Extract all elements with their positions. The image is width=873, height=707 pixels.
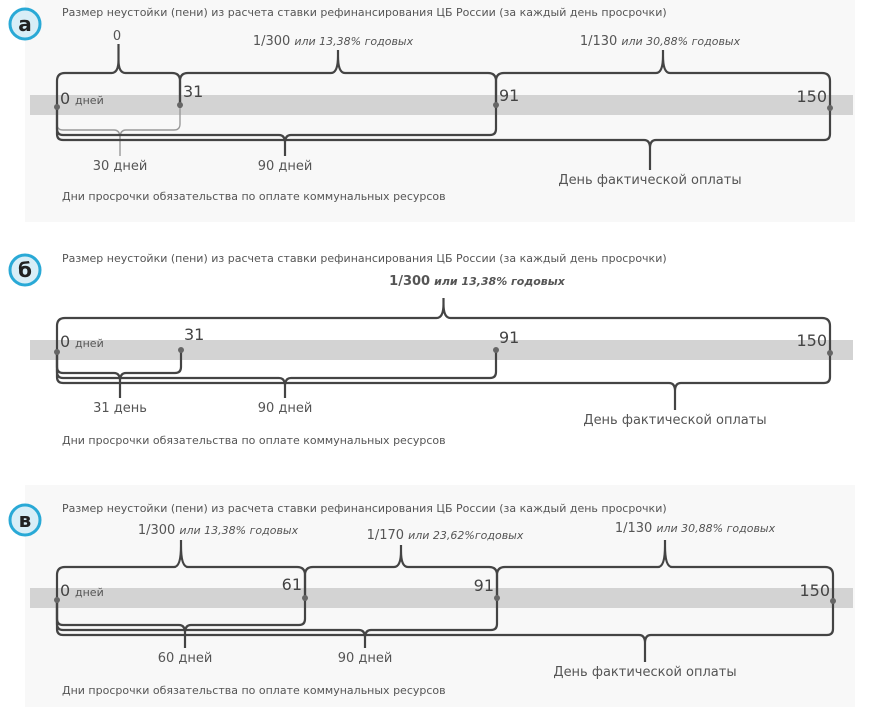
rate-annual: или 30,88% годовых	[656, 522, 775, 535]
badge-circle	[8, 253, 42, 287]
panel-3: в Размер неустойки (пени) из расчета став…	[8, 485, 855, 707]
panel-1: а Размер неустойки (пени) из расчета став…	[8, 0, 855, 222]
tick-label: 61	[282, 575, 302, 594]
tick-dot	[302, 595, 308, 601]
tick-suffix: дней	[75, 94, 104, 107]
bottom-brace	[55, 350, 832, 410]
tick-dot	[54, 597, 60, 603]
tick-label: 150	[796, 87, 827, 106]
tick-dot	[827, 350, 833, 356]
tick-dot	[178, 347, 184, 353]
rate-label: 1/130 или 30,88% годовых	[580, 34, 741, 49]
panel-badge: а	[8, 7, 42, 41]
tick-dot	[54, 349, 60, 355]
panel-footnote: Дни просрочки обязательства по оплате ко…	[62, 190, 446, 203]
bottom-brace	[55, 598, 835, 662]
panel-footnote: Дни просрочки обязательства по оплате ко…	[62, 434, 446, 447]
period-label: 90 дней	[258, 159, 313, 174]
rate-fraction: 1/170	[367, 528, 404, 543]
rate-fraction: 1/130	[580, 34, 617, 49]
timeline-band	[30, 340, 853, 360]
rate-label: 1/130 или 30,88% годовых	[615, 521, 776, 536]
top-brace	[495, 540, 835, 601]
period-label: 60 дней	[158, 651, 213, 666]
badge-circle	[8, 7, 42, 41]
tick-label: 31	[183, 82, 203, 101]
tick-dot	[493, 347, 499, 353]
panel-badge: в	[8, 503, 42, 537]
tick-dot	[494, 595, 500, 601]
badge-letter: в	[19, 508, 32, 532]
timeline-band	[30, 588, 853, 608]
panel-2: б Размер неустойки (пени) из расчета став…	[8, 244, 855, 462]
tick-dot	[827, 105, 833, 111]
badge-letter: б	[18, 258, 32, 282]
tick-dot	[54, 104, 60, 110]
period-label: 90 дней	[258, 401, 313, 416]
period-label: День фактической оплаты	[558, 173, 741, 188]
tick-label: 91	[499, 86, 519, 105]
panel-title: Размер неустойки (пени) из расчета ставк…	[62, 252, 667, 265]
rate-label: 0	[113, 29, 121, 44]
panel-footnote: Дни просрочки обязательства по оплате ко…	[62, 684, 446, 697]
period-label: День фактической оплаты	[583, 413, 766, 428]
bottom-brace	[55, 105, 832, 170]
rate-annual: или 23,62%годовых	[408, 529, 524, 542]
rate-annual: или 13,38% годовых	[179, 524, 298, 537]
rate-fraction: 0	[113, 29, 121, 44]
rate-annual: или 13,38% годовых	[294, 35, 413, 48]
period-label: День фактической оплаты	[553, 665, 736, 680]
timeline-band	[30, 95, 853, 115]
badge-circle	[8, 503, 42, 537]
tick-suffix: дней	[75, 586, 104, 599]
panel-title: Размер неустойки (пени) из расчета ставк…	[62, 6, 667, 19]
tick-label: 0	[60, 581, 70, 600]
rate-fraction: 1/300	[138, 523, 175, 538]
tick-dot	[177, 102, 183, 108]
tick-label: 150	[796, 331, 827, 350]
period-label: 90 дней	[338, 651, 393, 666]
tick-label: 0	[60, 332, 70, 351]
rate-fraction: 1/300	[253, 34, 290, 49]
rate-label: 1/170 или 23,62%годовых	[367, 528, 524, 543]
panel-badge: б	[8, 253, 42, 287]
tick-suffix: дней	[75, 337, 104, 350]
rate-fraction: 1/300	[389, 274, 430, 289]
rate-annual: или 30,88% годовых	[621, 35, 740, 48]
tick-label: 31	[184, 325, 204, 344]
tick-label: 91	[499, 328, 519, 347]
tick-label: 0	[60, 89, 70, 108]
rate-label: 1/300 или 13,38% годовых	[138, 523, 299, 538]
rate-annual: или 13,38% годовых	[434, 275, 566, 288]
rate-label: 1/300 или 13,38% годовых	[253, 34, 414, 49]
rate-label: 1/300 или 13,38% годовых	[389, 274, 566, 289]
badge-letter: а	[18, 12, 32, 36]
panel-title: Размер неустойки (пени) из расчета ставк…	[62, 502, 667, 515]
tick-label: 150	[799, 581, 830, 600]
top-brace	[494, 50, 832, 108]
tick-dot	[493, 102, 499, 108]
tick-dot	[830, 598, 836, 604]
tick-label: 91	[474, 576, 494, 595]
period-label: 31 день	[93, 401, 147, 416]
period-label: 30 дней	[93, 159, 148, 174]
top-brace	[55, 298, 832, 353]
rate-fraction: 1/130	[615, 521, 652, 536]
